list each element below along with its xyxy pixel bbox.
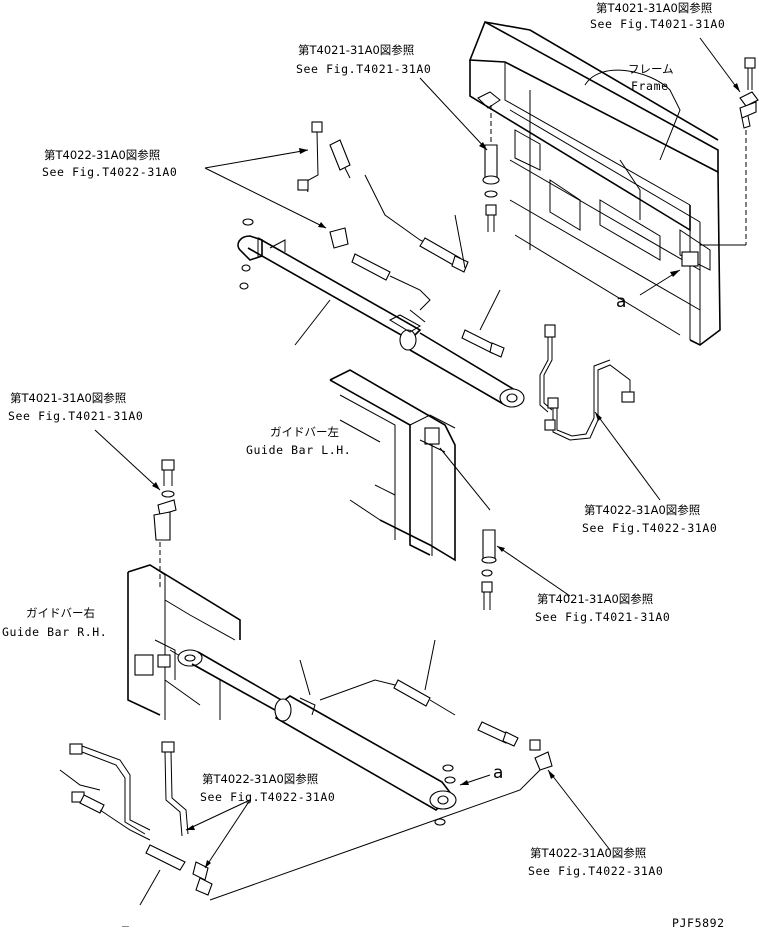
lower-hose-fittings xyxy=(209,639,553,901)
right-hose-assembly xyxy=(539,324,635,441)
guide-bar-lh-jp: ガイドバー左 xyxy=(270,425,339,439)
callout-mid-left: 第T4021-31A0図参照 See Fig.T4021-31A0 xyxy=(8,391,143,423)
callout-mid-left-jp: 第T4021-31A0図参照 xyxy=(10,391,126,405)
lower-hydraulic-cylinder xyxy=(177,649,457,826)
guide-bar-rh-en: Guide Bar R.H. xyxy=(2,625,107,639)
callout-top-right: 第T4021-31A0図参照 See Fig.T4021-31A0 xyxy=(590,1,725,31)
guide-bar-lh-en: Guide Bar L.H. xyxy=(246,443,351,457)
callout-lower-right-en: See Fig.T4021-31A0 xyxy=(535,610,670,624)
guide-bar-right xyxy=(127,564,241,720)
guide-bar-left xyxy=(329,369,491,562)
callout-lower-right: 第T4021-31A0図参照 See Fig.T4021-31A0 xyxy=(535,592,670,624)
marker-a-upper: a xyxy=(616,292,626,312)
callout-bottom-center: 第T4022-31A0図参照 See Fig.T4022-31A0 xyxy=(200,772,335,804)
frame-assembly xyxy=(468,20,721,346)
upper-hydraulic-cylinder xyxy=(237,218,525,408)
callout-top-left: 第T4022-31A0図参照 See Fig.T4022-31A0 xyxy=(42,148,177,179)
callout-top-center: 第T4021-31A0図参照 See Fig.T4021-31A0 xyxy=(296,43,431,76)
drawing-id: PJF5892 xyxy=(672,916,725,930)
bolt-mid-left xyxy=(153,459,177,590)
leader-lines xyxy=(94,37,741,869)
callout-bottom-center-en: See Fig.T4022-31A0 xyxy=(200,790,335,804)
callout-top-right-en: See Fig.T4021-31A0 xyxy=(590,17,725,31)
callout-bottom-right: 第T4022-31A0図参照 See Fig.T4022-31A0 xyxy=(528,846,663,878)
upper-hose-fittings xyxy=(297,121,505,358)
callout-bottom-center-jp: 第T4022-31A0図参照 xyxy=(202,772,318,786)
callout-top-left-jp: 第T4022-31A0図参照 xyxy=(44,148,160,162)
bolt-top-right xyxy=(700,57,759,246)
callout-top-center-jp: 第T4021-31A0図参照 xyxy=(298,43,414,57)
callout-mid-right: 第T4022-31A0図参照 See Fig.T4022-31A0 xyxy=(582,503,717,535)
frame-label-jp: フレーム xyxy=(628,62,674,76)
marker-a-lower: a xyxy=(493,763,503,783)
label-guide-bar-lh: ガイドバー左 Guide Bar L.H. xyxy=(246,425,351,457)
label-guide-bar-rh: ガイドバー右 Guide Bar R.H. xyxy=(2,606,107,639)
frame-label-en: Frame xyxy=(631,79,669,93)
bolt-top-center xyxy=(482,105,500,232)
callout-top-right-jp: 第T4021-31A0図参照 xyxy=(596,1,712,15)
callout-top-left-en: See Fig.T4022-31A0 xyxy=(42,165,177,179)
label-frame: フレーム Frame xyxy=(628,62,674,93)
callout-bottom-right-en: See Fig.T4022-31A0 xyxy=(528,864,663,878)
callout-mid-right-en: See Fig.T4022-31A0 xyxy=(582,521,717,535)
guide-bar-rh-jp: ガイドバー右 xyxy=(26,606,95,620)
bottom-left-hose xyxy=(59,741,213,906)
dash-marker: _ xyxy=(122,913,130,927)
callout-top-center-en: See Fig.T4021-31A0 xyxy=(296,62,431,76)
callout-lower-right-jp: 第T4021-31A0図参照 xyxy=(537,592,653,606)
bolt-guide-left xyxy=(481,529,497,610)
callout-bottom-right-jp: 第T4022-31A0図参照 xyxy=(530,846,646,860)
callout-mid-right-jp: 第T4022-31A0図参照 xyxy=(584,503,700,517)
callout-mid-left-en: See Fig.T4021-31A0 xyxy=(8,409,143,423)
